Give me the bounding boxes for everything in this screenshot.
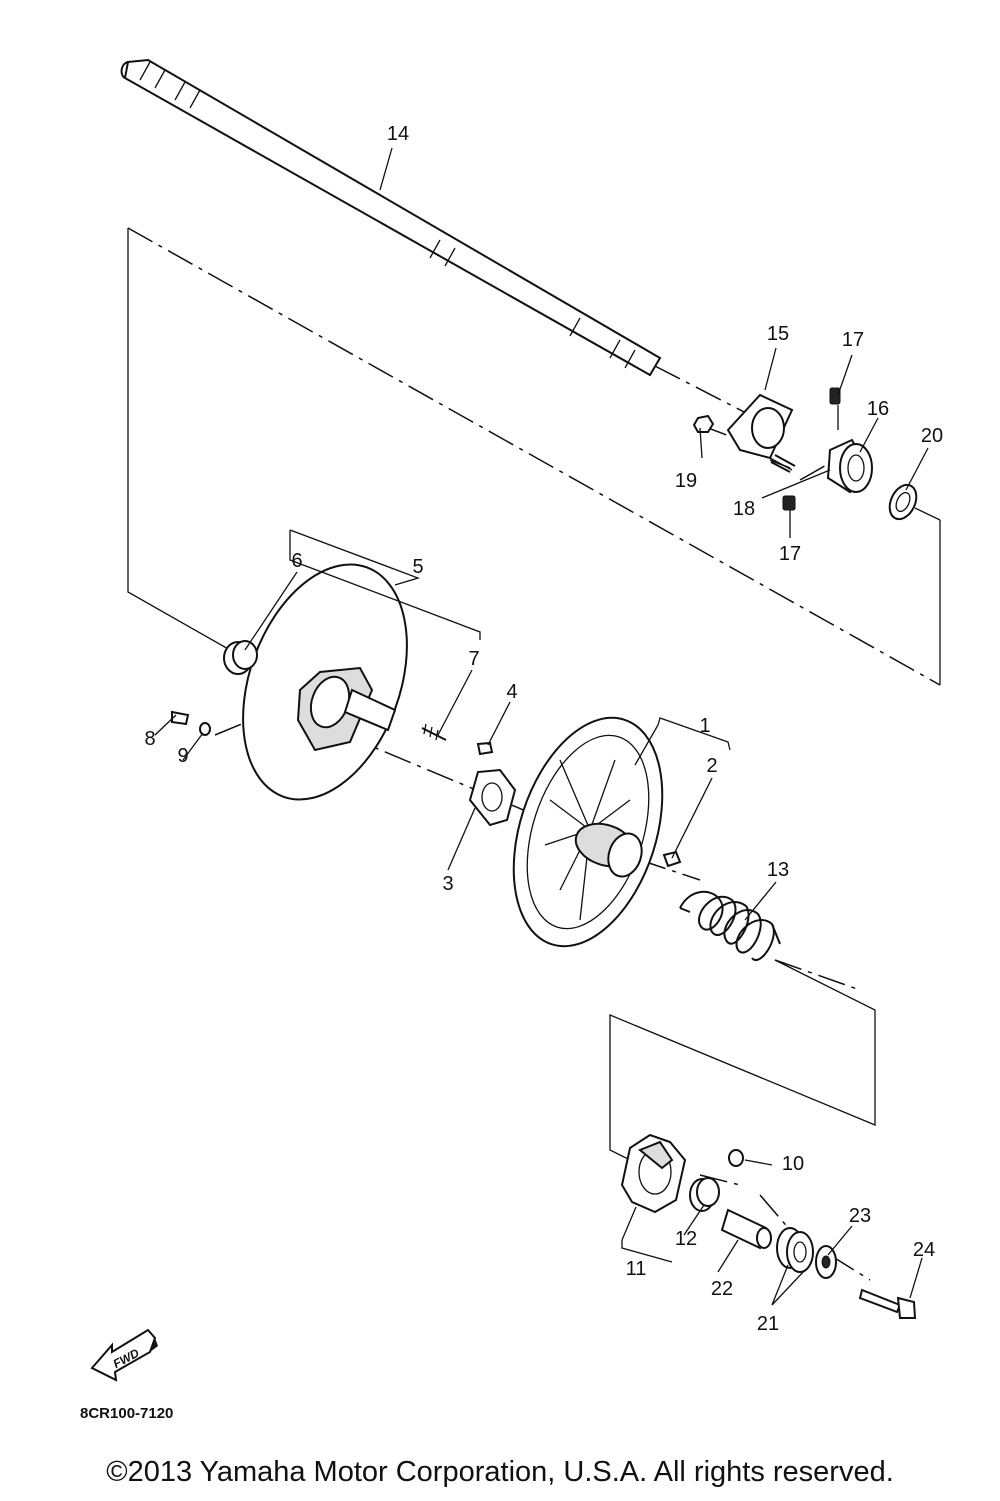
callout-7: 7: [468, 648, 479, 670]
callout-21: 21: [757, 1313, 779, 1335]
bolt-18: [769, 457, 793, 471]
callout-15: 15: [767, 323, 789, 345]
nut-10: [728, 1149, 744, 1167]
callout-18: 18: [733, 498, 755, 520]
screw-2: [662, 850, 682, 868]
shims-21: [776, 1227, 814, 1273]
shaft-14: [120, 58, 662, 377]
callout-17-upper: 17: [842, 329, 864, 351]
nut-19: [692, 414, 715, 433]
set-screw-17-lower: [782, 495, 796, 511]
callout-labels: 1 2 3 4 5 6 7 8 9 10 11 12 13 14 15 16 1…: [144, 123, 943, 1335]
washer-9: [199, 722, 211, 736]
fixed-sheave-5: [242, 563, 408, 801]
callout-24: 24: [913, 1239, 935, 1261]
callout-8: 8: [144, 728, 155, 750]
exploded-parts-diagram: 1 2 3 4 5 6 7 8 9 10 11 12 13 14 15 16 1…: [80, 58, 943, 1422]
callout-17-lower: 17: [779, 543, 801, 565]
callout-5: 5: [412, 556, 423, 578]
leader-lines: [154, 147, 929, 1306]
diagram-part-code: 8CR100-7120: [80, 1405, 173, 1422]
callout-1: 1: [699, 715, 710, 737]
callout-11: 11: [626, 1258, 647, 1280]
set-screw-17-upper: [829, 387, 841, 405]
callout-13: 13: [767, 859, 789, 881]
bearing-housing-15: [726, 393, 796, 473]
callout-12: 12: [675, 1228, 697, 1250]
copyright-notice: ©2013 Yamaha Motor Corporation, U.S.A. A…: [106, 1456, 894, 1488]
callout-9: 9: [177, 745, 188, 767]
cam-11: [620, 1133, 687, 1214]
callout-6: 6: [291, 550, 302, 572]
callout-10: 10: [782, 1153, 804, 1175]
bolt-8: [171, 710, 190, 726]
screw-4: [476, 741, 494, 756]
movable-sheave-1: [512, 716, 664, 948]
spring-13: [679, 890, 781, 961]
collar-22: [720, 1208, 772, 1250]
callout-4: 4: [506, 681, 517, 703]
bushing-6: [223, 640, 258, 675]
callout-16: 16: [867, 398, 889, 420]
pin-7: [421, 723, 447, 741]
washer-23: [815, 1245, 837, 1279]
bolt-24: [858, 1288, 917, 1319]
bushing-12: [689, 1177, 720, 1212]
callout-3: 3: [442, 873, 453, 895]
callout-22: 22: [711, 1278, 733, 1300]
callout-19: 19: [675, 470, 697, 492]
callout-20: 20: [921, 425, 943, 447]
fwd-arrow-icon: FWD: [90, 1328, 158, 1382]
callout-14: 14: [387, 123, 409, 145]
callout-2: 2: [706, 755, 717, 777]
washer-20: [888, 483, 918, 521]
callout-23: 23: [849, 1205, 871, 1227]
bearing-16: [826, 438, 873, 494]
gasket-3: [468, 768, 517, 827]
